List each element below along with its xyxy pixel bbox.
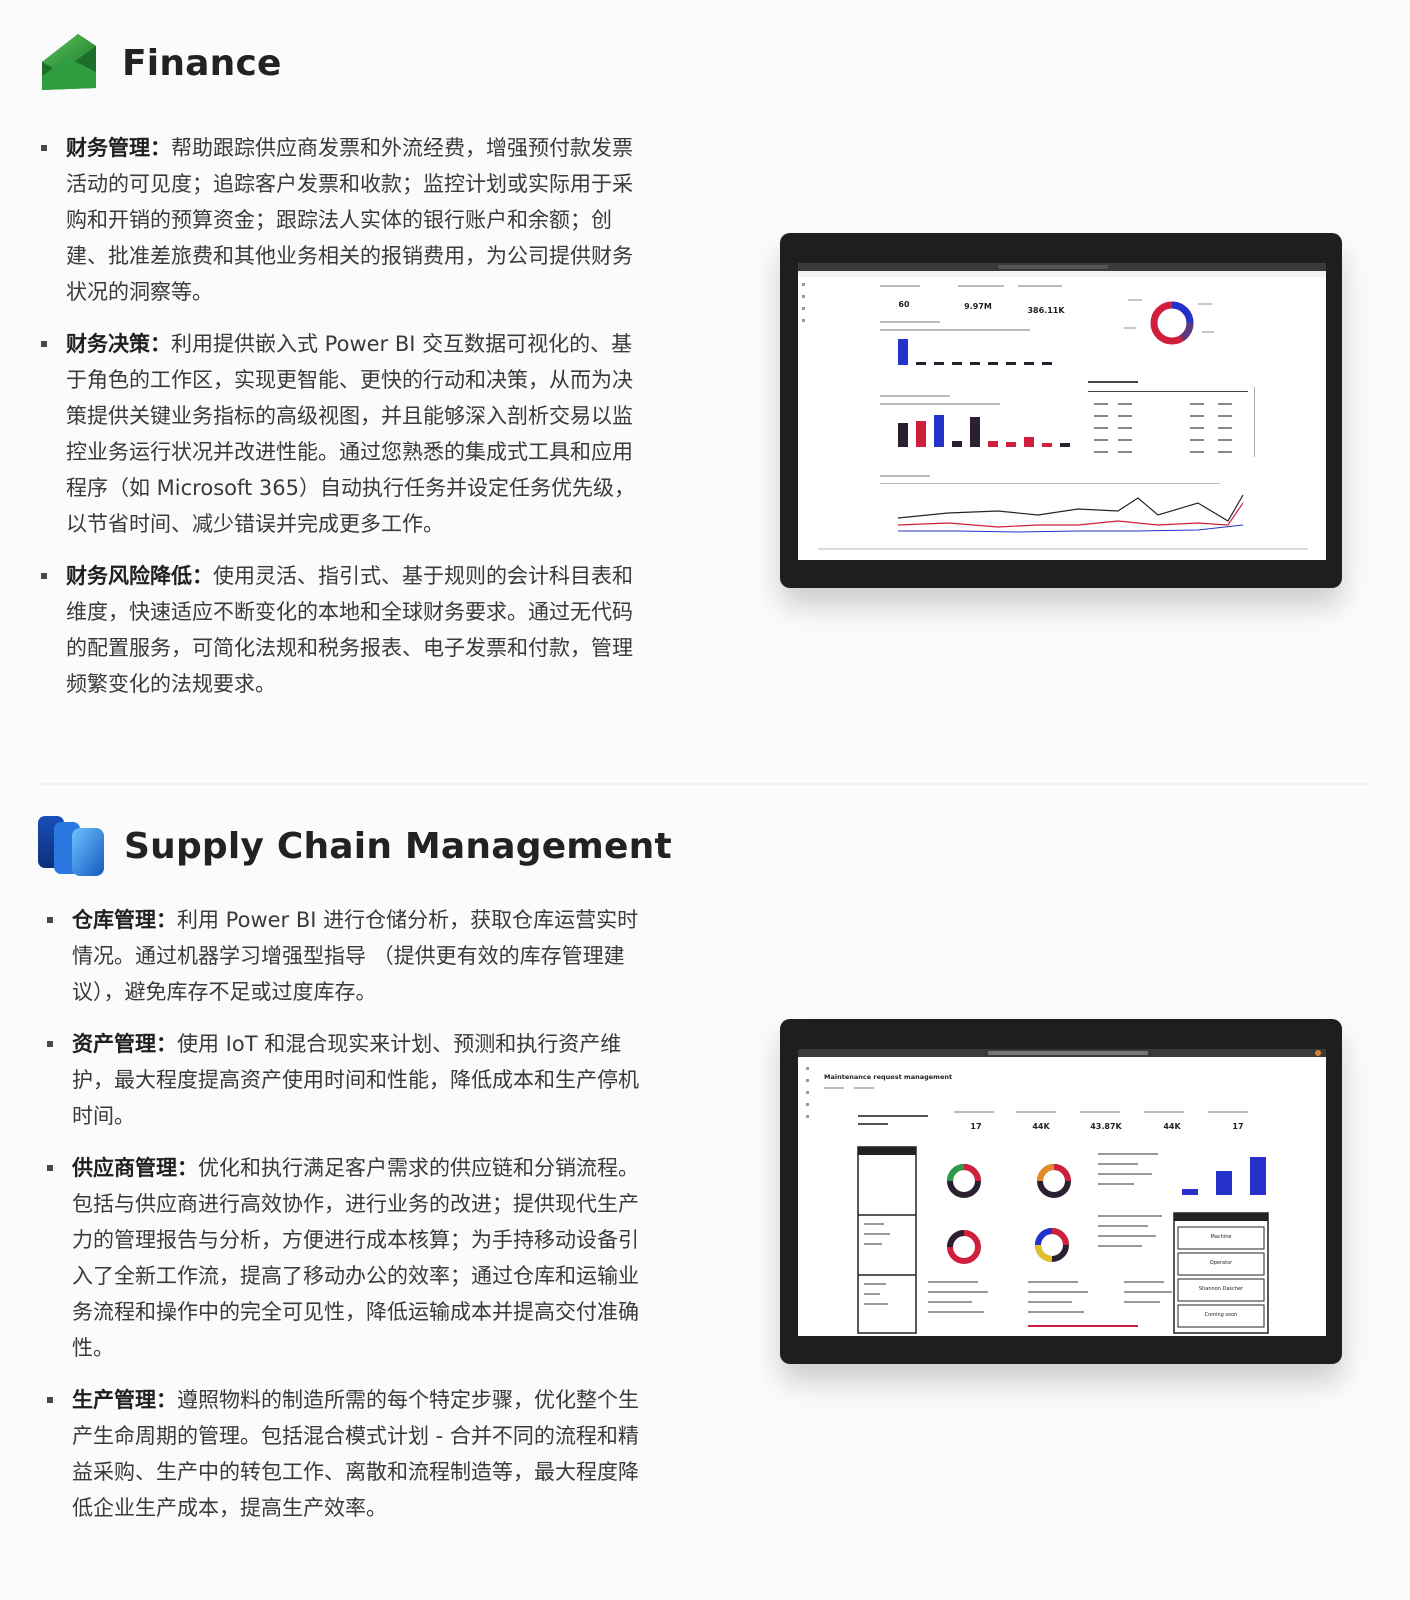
scm-dashboard-screen: Maintenance request management 17 44K 43… [798, 1049, 1326, 1336]
scm-screen-title: Maintenance request management [824, 1073, 952, 1081]
scm-kpi-value: 44K [1032, 1122, 1050, 1131]
finance-title: Finance [122, 42, 282, 84]
scm-bullet-list: 仓库管理：利用 Power BI 进行仓储分析，获取仓库运营实时情况。通过机器学… [44, 902, 644, 1542]
scm-list-item: Operator [1210, 1260, 1233, 1266]
bullet-desc: 利用提供嵌入式 Power BI 交互数据可视化的、基于角色的工作区，实现更智能… [66, 332, 635, 536]
bullet-term: 财务管理： [66, 136, 171, 160]
scm-title: Supply Chain Management [124, 825, 672, 867]
scm-bullet: 供应商管理：优化和执行满足客户需求的供应链和分销流程。包括与供应商进行高效协作，… [44, 1150, 644, 1366]
scm-list-item: Coming soon [1205, 1312, 1238, 1318]
scm-tablet-image: Maintenance request management 17 44K 43… [780, 1019, 1342, 1364]
finance-kpi-value: 386.11K [1027, 306, 1065, 315]
bullet-desc: 优化和执行满足客户需求的供应链和分销流程。包括与供应商进行高效协作，进行业务的改… [72, 1156, 639, 1360]
bullet-term: 财务决策： [66, 332, 171, 356]
finance-dashboard-screen: 60 9.97M 386.11K [798, 263, 1326, 560]
finance-kpi-value: 60 [898, 300, 910, 309]
bullet-dot [41, 573, 47, 579]
finance-dashboard-illustration: 60 9.97M 386.11K [798, 263, 1326, 550]
finance-bullet-list: 财务管理：帮助跟踪供应商发票和外流经费，增强预付款发票活动的可见度；追踪客户发票… [38, 130, 638, 718]
bullet-desc: 使用灵活、指引式、基于规则的会计科目表和维度，快速适应不断变化的本地和全球财务要… [66, 564, 633, 696]
bullet-desc: 遵照物料的制造所需的每个特定步骤，优化整个生产生命周期的管理。包括混合模式计划 … [72, 1388, 639, 1520]
finance-bullet: 财务管理：帮助跟踪供应商发票和外流经费，增强预付款发票活动的可见度；追踪客户发票… [38, 130, 638, 310]
finance-bullet: 财务风险降低：使用灵活、指引式、基于规则的会计科目表和维度，快速适应不断变化的本… [38, 558, 638, 702]
scm-kpi-value: 43.87K [1090, 1122, 1122, 1131]
bullet-term: 生产管理： [72, 1388, 177, 1412]
scm-kpi-value: 17 [970, 1122, 981, 1131]
scm-heading: Supply Chain Management [36, 814, 672, 878]
bullet-desc: 利用 Power BI 进行仓储分析，获取仓库运营实时情况。通过机器学习增强型指… [72, 908, 639, 1004]
scm-kpi-value: 17 [1232, 1122, 1243, 1131]
finance-section: Finance 财务管理：帮助跟踪供应商发票和外流经费，增强预付款发票活动的可见… [0, 0, 1410, 780]
bullet-dot [47, 1165, 53, 1171]
scm-dashboard-illustration: Maintenance request management 17 44K 43… [798, 1049, 1326, 1334]
scm-list-item: Shannon Dascher [1199, 1286, 1244, 1292]
finance-logo-icon [42, 34, 96, 90]
bullet-term: 供应商管理： [72, 1156, 198, 1180]
bullet-dot [47, 1041, 53, 1047]
bullet-desc: 使用 IoT 和混合现实来计划、预测和执行资产维护，最大程度提高资产使用时间和性… [72, 1032, 639, 1128]
bullet-dot [47, 917, 53, 923]
bullet-desc: 帮助跟踪供应商发票和外流经费，增强预付款发票活动的可见度；追踪客户发票和收款；监… [66, 136, 633, 304]
scm-bullet: 资产管理：使用 IoT 和混合现实来计划、预测和执行资产维护，最大程度提高资产使… [44, 1026, 644, 1134]
scm-section: Supply Chain Management 仓库管理：利用 Power BI… [0, 790, 1410, 1600]
bullet-term: 财务风险降低： [66, 564, 213, 588]
finance-heading: Finance [38, 32, 282, 94]
bullet-dot [47, 1397, 53, 1403]
finance-bullet: 财务决策：利用提供嵌入式 Power BI 交互数据可视化的、基于角色的工作区，… [38, 326, 638, 542]
scm-bullet: 生产管理：遵照物料的制造所需的每个特定步骤，优化整个生产生命周期的管理。包括混合… [44, 1382, 644, 1526]
bullet-dot [41, 145, 47, 151]
section-divider [40, 783, 1370, 785]
scm-bullet: 仓库管理：利用 Power BI 进行仓储分析，获取仓库运营实时情况。通过机器学… [44, 902, 644, 1010]
bullet-term: 资产管理： [72, 1032, 177, 1056]
finance-kpi-value: 9.97M [964, 302, 992, 311]
bullet-dot [41, 341, 47, 347]
scm-list-item: Machine [1211, 1234, 1232, 1240]
scm-kpi-value: 44K [1163, 1122, 1181, 1131]
bullet-term: 仓库管理： [72, 908, 177, 932]
scm-logo-icon [38, 816, 104, 876]
finance-tablet-image: 60 9.97M 386.11K [780, 233, 1342, 588]
